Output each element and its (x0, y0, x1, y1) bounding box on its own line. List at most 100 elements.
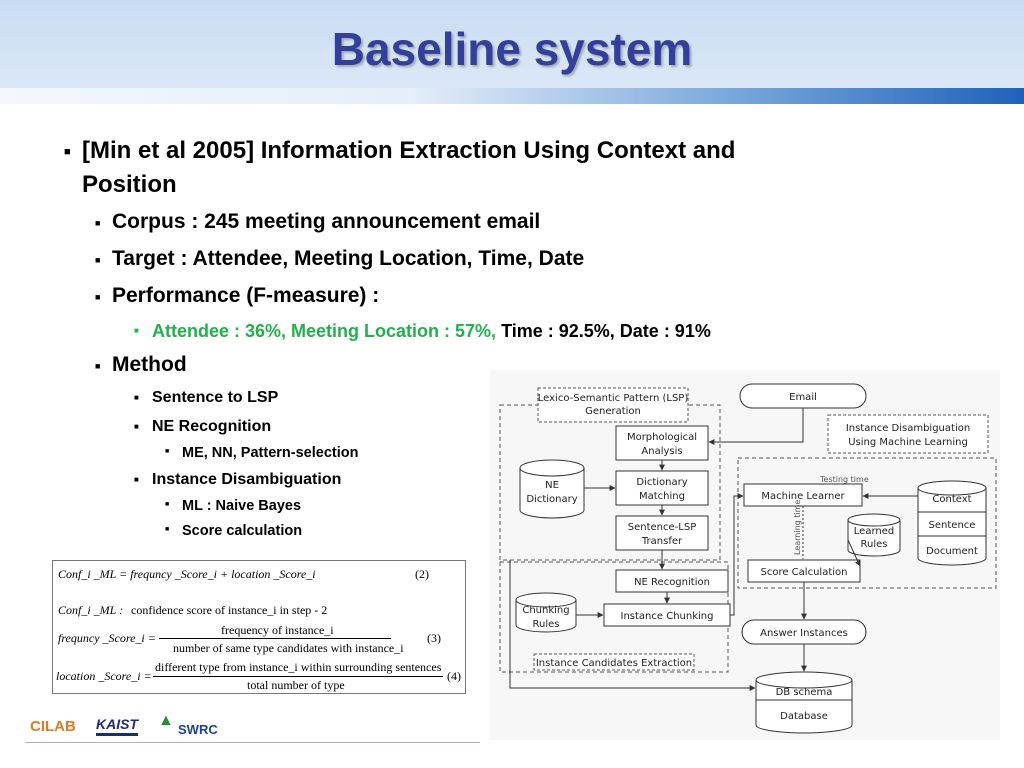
sentence-label: Sentence (929, 520, 976, 531)
formula-eq3-lhs: frequncy _Score_i = (58, 631, 156, 645)
ne-dict-cylinder (519, 468, 585, 519)
disamb-group-frame (737, 457, 997, 589)
ne-dict-label-2: Dictionary (526, 494, 577, 505)
bullet-score-calculation: Score calculation (182, 523, 303, 539)
formula-def-text: confidence score of instance_i in step -… (131, 603, 328, 617)
scores-green: Attendee : 36%, Meeting Location : 57%, (152, 321, 497, 341)
chunk-rules-label-2: Rules (533, 619, 560, 630)
dict-box (615, 470, 709, 506)
morph-box (615, 425, 709, 461)
answer-label: Answer Instances (760, 628, 848, 639)
bullet-disambiguation: Instance Disambiguation (152, 471, 342, 488)
formula-eq2-number: (2) (415, 567, 429, 581)
dict-label-1: Dictionary (636, 477, 687, 488)
formula-def-lhs: Conf_i _ML : (58, 603, 124, 617)
db-cylinder (755, 680, 853, 734)
transfer-label-2: Transfer (641, 536, 683, 547)
bullet-reference: [Min et al 2005] Information Extraction … (82, 137, 736, 164)
swrc-logo: SWRC (178, 722, 218, 737)
kaist-logo: KAIST (96, 716, 138, 736)
db-schema-label: DB schema (776, 687, 833, 698)
lsp-group-label-box (537, 387, 689, 423)
db-top (755, 671, 853, 689)
swrc-logo-icon: ▲ (158, 712, 174, 729)
formula-eq4-numerator: different type from instance_i within su… (155, 660, 442, 674)
bullet-me-nn: ME, NN, Pattern-selection (182, 445, 359, 461)
bullet-scores: Attendee : 36%, Meeting Location : 57%, … (152, 321, 711, 342)
header-band (0, 0, 1024, 104)
chunking-label: Instance Chunking (621, 611, 714, 622)
learned-label-1: Learned (854, 526, 894, 537)
bullet-square-icon: ■ (134, 422, 139, 431)
bullet-square-icon: ■ (134, 326, 139, 335)
database-label: Database (780, 711, 828, 722)
bullet-square-icon: ■ (134, 393, 139, 402)
header-gradient-strip (0, 88, 1024, 104)
bullet-square-icon: ■ (95, 292, 101, 302)
bullet-square-icon: ■ (165, 448, 170, 455)
chunk-rules-cylinder (515, 600, 577, 633)
email-label: Email (789, 392, 817, 403)
bullet-target: Target : Attendee, Meeting Location, Tim… (112, 247, 585, 270)
lsp-group-frame (499, 404, 721, 561)
formula-eq3-numerator: frequency of instance_i (221, 623, 334, 637)
formula-eq4-number: (4) (447, 669, 461, 683)
ne-rec-label: NE Recognition (634, 577, 710, 588)
ne-rec-box (615, 569, 729, 593)
learned-label-2: Rules (861, 539, 888, 550)
disamb-label-1: Instance Disambiguation (846, 423, 970, 434)
dict-label-2: Matching (639, 491, 685, 502)
cand-label: Instance Candidates Extraction (536, 658, 692, 669)
bullet-square-icon: ■ (165, 526, 170, 533)
bullet-ml-naive-bayes: ML : Naive Bayes (182, 498, 302, 514)
features-top (917, 480, 987, 496)
bullet-sentence-lsp: Sentence to LSP (152, 389, 279, 406)
slide-title: Baseline system (331, 23, 693, 75)
document-label: Document (926, 546, 978, 557)
disamb-label-box (827, 414, 989, 454)
scores-black: Time : 92.5%, Date : 91% (501, 321, 711, 341)
lsp-group-label-2: Generation (585, 406, 641, 417)
formula-box: Conf_i _ML = frequncy _Score_i + locatio… (52, 560, 466, 694)
testing-time-label: Testing time (819, 475, 869, 484)
cilab-logo: CILAB (30, 718, 76, 735)
score-label: Score Calculation (761, 567, 848, 578)
bullet-square-icon: ■ (134, 475, 139, 484)
learning-time-label: Learning time (793, 500, 802, 555)
bullet-performance: Performance (F-measure) : (112, 284, 380, 307)
fraction-line (153, 676, 443, 677)
formula-eq4-lhs: location _Score_i = (56, 669, 152, 683)
arrow (708, 408, 804, 445)
formula-eq2: Conf_i _ML = frequncy _Score_i + locatio… (58, 567, 316, 581)
context-label: Context (932, 494, 971, 505)
cand-label-box (533, 653, 695, 671)
bullet-reference-cont: Position (82, 171, 177, 198)
bullet-square-icon: ■ (95, 218, 101, 228)
bullet-square-icon: ■ (165, 501, 170, 508)
arrow (509, 560, 756, 691)
transfer-box (615, 515, 709, 551)
morph-label-2: Analysis (641, 446, 682, 457)
ml-label: Machine Learner (761, 491, 845, 502)
arrow (847, 539, 861, 567)
footer-divider (25, 742, 480, 743)
formula-eq3-denominator: number of same type candidates with inst… (173, 641, 404, 655)
bullet-method: Method (112, 353, 187, 376)
morph-label-1: Morphological (627, 432, 697, 443)
arrow (730, 493, 744, 616)
learned-rules-top (847, 513, 901, 527)
features-cylinder (917, 488, 987, 566)
bullet-square-icon: ■ (64, 146, 71, 158)
learned-rules-cylinder (847, 520, 901, 557)
transfer-label-1: Sentence-LSP (628, 522, 696, 533)
lsp-group-label-1: Lexico-Semantic Pattern (LSP) (538, 393, 689, 404)
bullet-square-icon: ■ (95, 361, 101, 371)
bullet-square-icon: ■ (95, 255, 101, 265)
fraction-line (159, 638, 391, 639)
chunk-rules-top (515, 592, 577, 608)
bullet-corpus: Corpus : 245 meeting announcement email (112, 210, 541, 233)
ne-dict-top (519, 459, 585, 477)
ne-dict-label-1: NE (545, 480, 559, 491)
bullet-ne-recognition: NE Recognition (152, 418, 272, 435)
system-diagram: Lexico-Semantic Pattern (LSP) Generation… (490, 370, 1000, 740)
